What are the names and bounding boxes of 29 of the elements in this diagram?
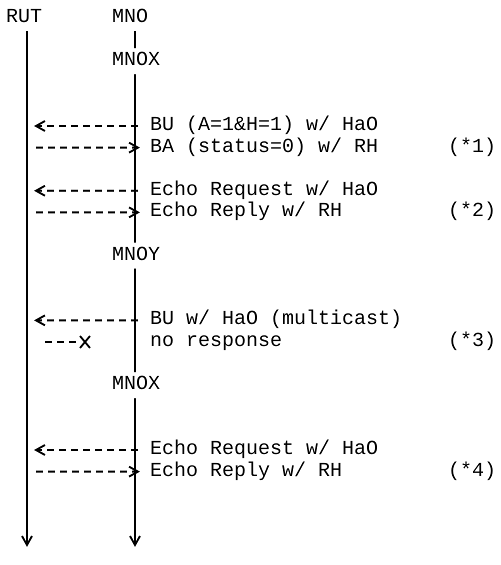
footnote-mark: (*3): [448, 331, 496, 353]
lifeline: [134, 31, 136, 48]
lifeline: [134, 74, 136, 243]
message-label: BU (A=1&H=1) w/ HaO: [150, 114, 378, 137]
state-label: MNOX: [112, 49, 160, 72]
footnote-mark: (*1): [448, 136, 496, 159]
message-label: Echo Reply w/ RH: [150, 460, 342, 483]
message-arrow: [36, 206, 139, 218]
message-arrow: [35, 120, 138, 132]
message-arrow: [35, 314, 138, 326]
lifeline: [129, 398, 141, 546]
message-label: Echo Request w/ HaO: [150, 178, 378, 202]
participant-label: RUT: [6, 6, 42, 29]
lifeline: [21, 31, 33, 546]
message-label: BA (status=0) w/ RH: [150, 136, 378, 159]
message-arrow: [36, 142, 139, 154]
message-arrow: [35, 444, 138, 456]
message-arrow: [36, 466, 139, 478]
state-label: MNOY: [112, 244, 160, 267]
participant-label: MNO: [112, 6, 148, 29]
message-label: Echo Request w/ HaO: [150, 438, 378, 461]
state-label: MNOX: [112, 373, 160, 396]
lifeline: [134, 268, 136, 372]
message-label: no response: [150, 330, 282, 353]
message-label: BU w/ HaO (multicast): [150, 308, 402, 332]
message-label: Echo Reply w/ RH: [150, 200, 342, 224]
footnote-mark: (*2): [448, 201, 496, 224]
footnote-mark: (*4): [448, 460, 496, 483]
message-arrow: [35, 184, 138, 197]
